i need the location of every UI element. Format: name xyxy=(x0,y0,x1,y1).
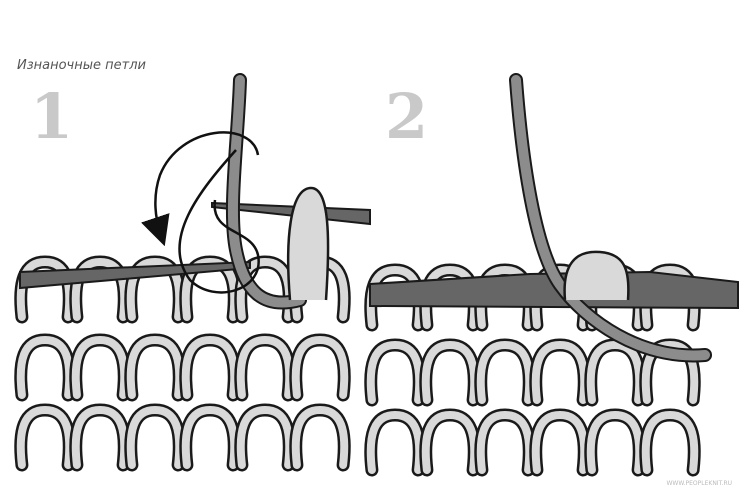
loop-on-needle-2 xyxy=(563,250,630,301)
needle-left-front xyxy=(19,260,251,290)
stitch-loop xyxy=(531,410,589,474)
stitch-loop xyxy=(126,405,184,469)
stitch-loop xyxy=(16,335,74,399)
stitch-loop xyxy=(71,257,129,321)
stitch-loop xyxy=(476,340,534,404)
stitch-loop xyxy=(126,257,184,321)
stitch-loop xyxy=(291,335,349,399)
stitch-loop xyxy=(421,410,479,474)
stitch-loop xyxy=(236,405,294,469)
wrap-direction-arrow xyxy=(141,131,260,247)
watermark-url: WWW.PEOPLEKNIT.RU xyxy=(666,480,732,487)
stitch-loop xyxy=(126,335,184,399)
stitch-loop xyxy=(181,405,239,469)
stitch-loop xyxy=(586,340,644,404)
stitch-loop xyxy=(641,340,699,404)
stitch-loop xyxy=(71,405,129,469)
step-number-1: 1 xyxy=(30,80,74,153)
stitch-loop xyxy=(291,405,349,469)
stitch-loop xyxy=(16,405,74,469)
stitch-loop xyxy=(16,257,74,321)
stitch-loop xyxy=(71,335,129,399)
stitch-loop xyxy=(236,335,294,399)
caption: Изнаночные петли xyxy=(17,58,146,73)
needle-right xyxy=(369,270,739,310)
stitch-loop xyxy=(366,340,424,404)
stitch-loop xyxy=(476,410,534,474)
working-yarn-2 xyxy=(509,73,712,363)
loop-on-needle xyxy=(286,186,330,301)
stitch-loop xyxy=(531,340,589,404)
stitch-loop xyxy=(181,335,239,399)
step-number-2: 2 xyxy=(385,80,429,153)
stitch-loop xyxy=(366,410,424,474)
stitch-loop xyxy=(421,340,479,404)
stitch-loop xyxy=(641,410,699,474)
stitch-loop xyxy=(586,410,644,474)
